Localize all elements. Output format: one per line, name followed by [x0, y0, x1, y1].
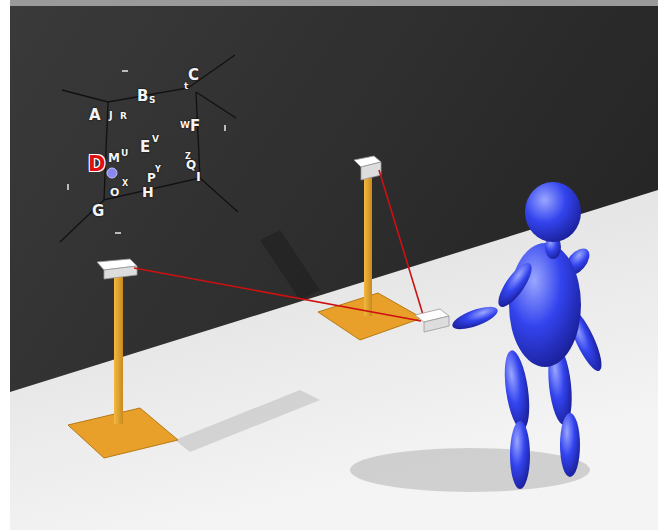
- wall-letter: W: [180, 121, 190, 130]
- wall-letter: C: [188, 68, 199, 83]
- figure-arm: [493, 259, 538, 312]
- wall-top-edge: [10, 0, 658, 6]
- grid-line: [200, 178, 238, 212]
- pointer-dot: [107, 168, 117, 178]
- wall-letter: G: [92, 204, 104, 219]
- blue-figure: [450, 182, 608, 489]
- figure-head: [525, 182, 581, 242]
- wall-letter: Y: [155, 166, 161, 174]
- stand-pole: [114, 274, 123, 424]
- grid-tick: [224, 125, 226, 131]
- wall-letter: M: [108, 152, 120, 164]
- device-front: [424, 316, 449, 332]
- laser-beam: [379, 170, 424, 318]
- wall-letter: V: [152, 135, 159, 144]
- laser-beam: [134, 268, 421, 321]
- grid-line: [104, 92, 200, 200]
- grid-ticks: [67, 70, 226, 234]
- wall-letter: I: [196, 170, 201, 183]
- grid-tick: [115, 232, 121, 234]
- wall-letter: t: [184, 82, 188, 91]
- grid-tick: [67, 184, 69, 190]
- stand-shadow: [175, 390, 320, 452]
- grid-tick: [122, 70, 128, 72]
- floor: [10, 0, 658, 530]
- grid-line: [62, 55, 235, 102]
- figure-shin: [510, 421, 530, 489]
- wall-letter: B: [137, 89, 148, 104]
- wall-letter: X: [122, 180, 128, 188]
- grid-line: [196, 92, 236, 118]
- figure-body: [509, 243, 581, 367]
- wall-letter: A: [89, 108, 101, 123]
- wall: [10, 6, 658, 392]
- grid-line: [60, 200, 104, 242]
- wall-letter: Q: [186, 159, 196, 171]
- wall-grid: [60, 55, 238, 242]
- wall-letter: U: [121, 149, 128, 158]
- stand-pole: [364, 178, 372, 316]
- wall-letter: J: [109, 111, 113, 121]
- wall-letter: R: [120, 112, 127, 121]
- wall-letter: E: [140, 140, 150, 155]
- stand-shadow: [260, 230, 320, 300]
- figure-leg: [501, 349, 534, 431]
- wall-letter: P: [147, 172, 156, 184]
- wall-letter: O: [110, 187, 119, 198]
- sensor-front: [104, 266, 137, 279]
- sensor-front: [361, 162, 381, 180]
- figure-shadow: [350, 448, 590, 492]
- figure-forearm: [450, 302, 501, 333]
- figure-shin: [560, 413, 580, 477]
- highlighted-letter: D: [88, 154, 105, 175]
- wall-letter: F: [190, 119, 200, 134]
- wall-letter: S: [149, 96, 155, 105]
- wall-letter: H: [142, 185, 154, 199]
